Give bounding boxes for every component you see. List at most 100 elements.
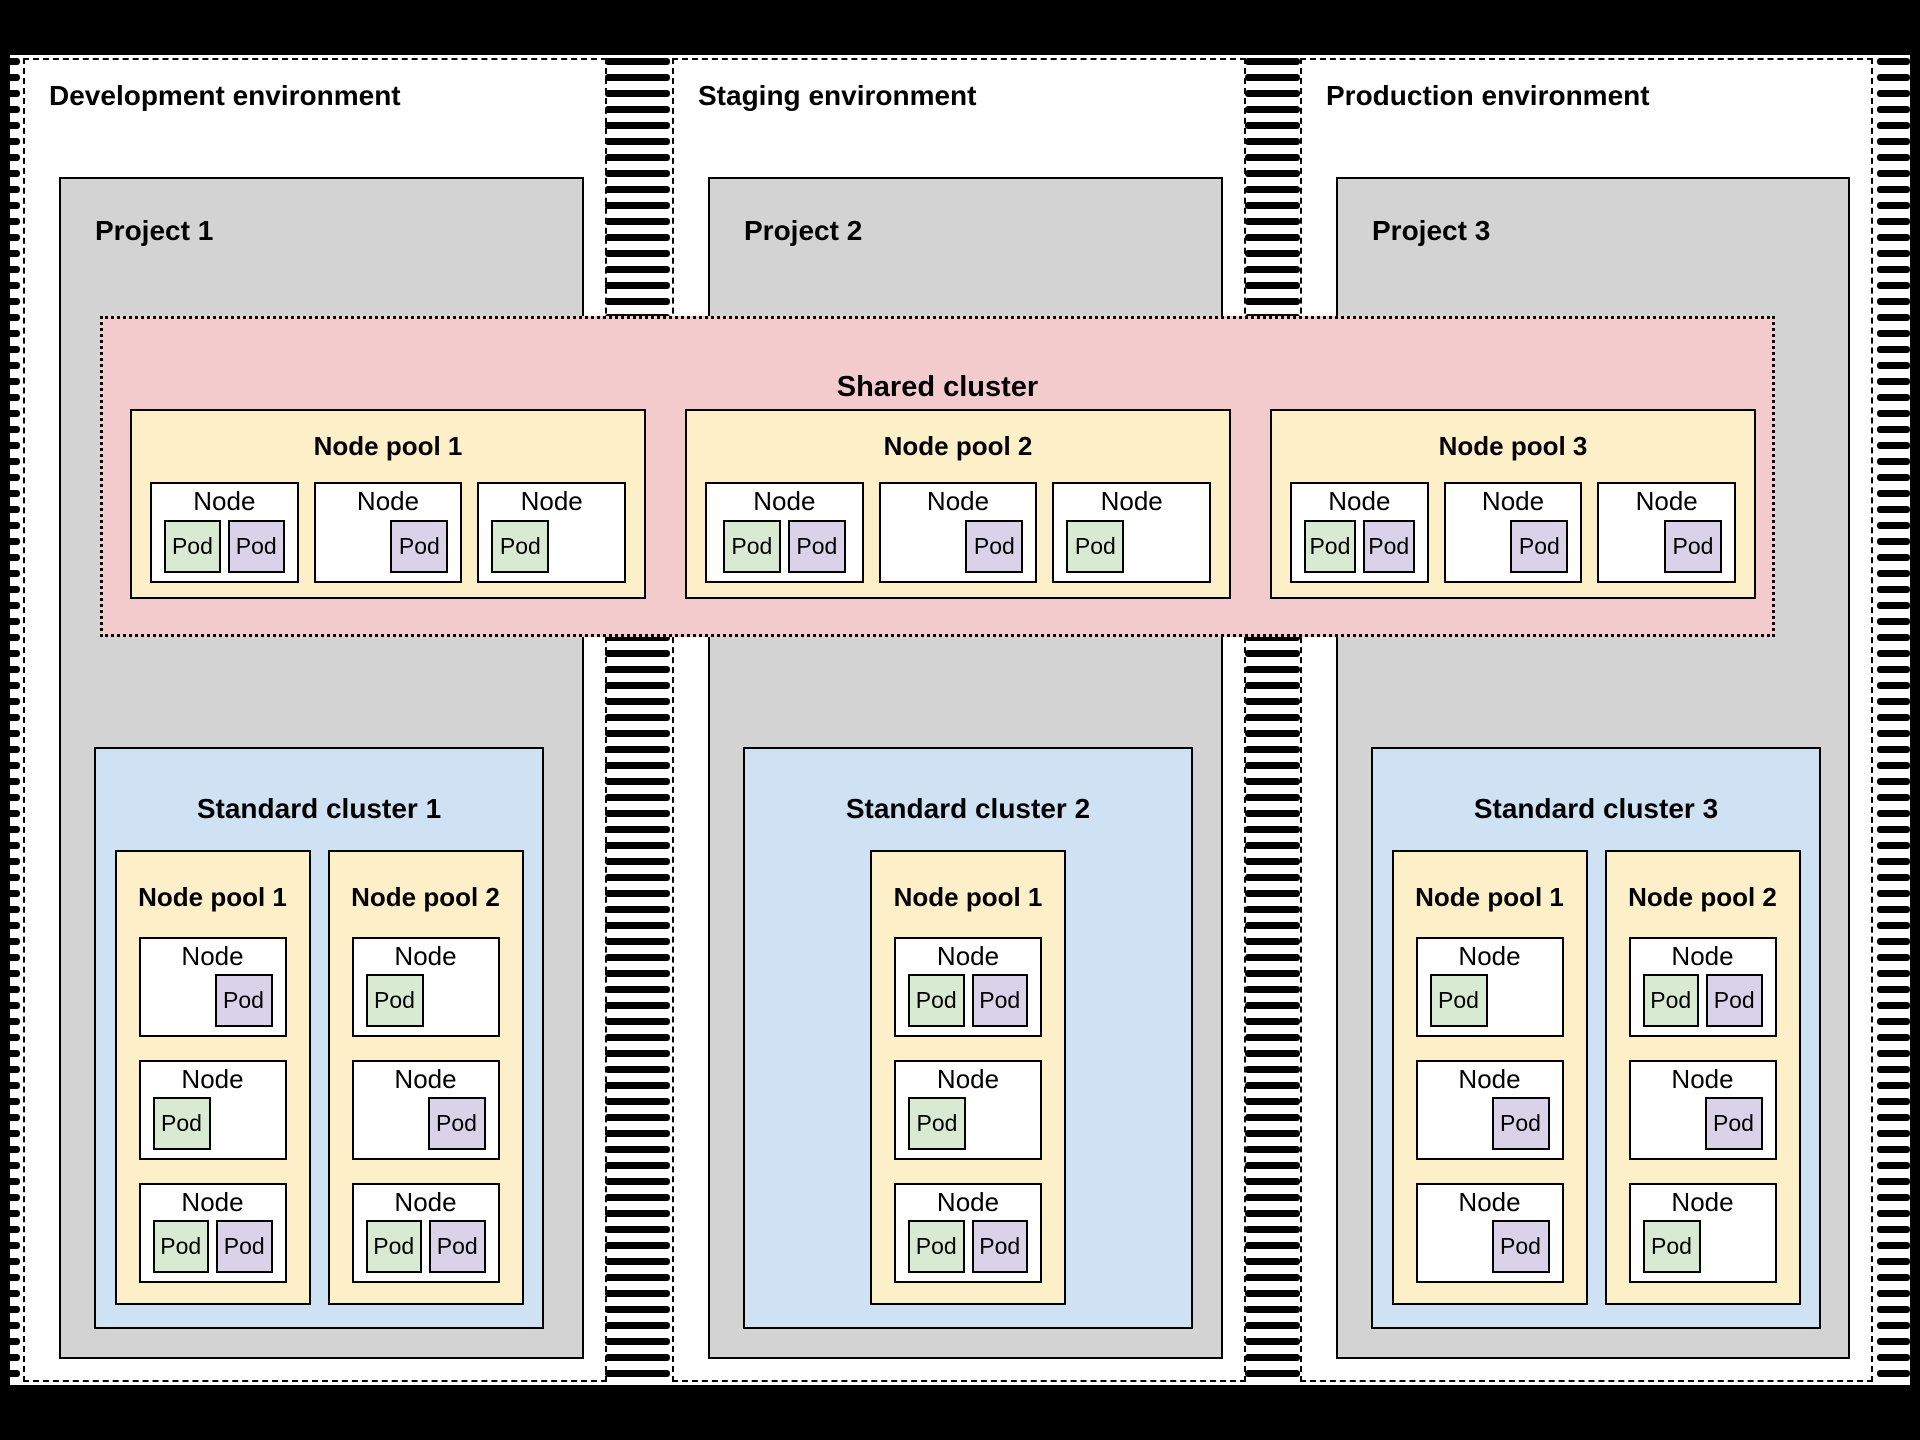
hatch-stripe <box>1877 346 1910 353</box>
node-label: Node <box>926 486 990 516</box>
standard-cluster-title: Standard cluster 1 <box>196 793 442 824</box>
node-label: Node <box>181 1064 244 1094</box>
hatch-stripe <box>8 1098 20 1105</box>
hatch-stripe <box>1877 570 1910 577</box>
hatch-stripe <box>8 1130 20 1137</box>
hatch-stripe <box>605 1034 670 1041</box>
node-label: Node <box>356 486 420 516</box>
hatch-stripe <box>1245 1226 1300 1233</box>
hatch-stripe <box>8 1002 20 1009</box>
hatch-stripe <box>1877 186 1910 193</box>
hatch-stripe <box>605 1146 670 1153</box>
pod-box: Pod <box>1362 520 1415 573</box>
hatch-stripe <box>1877 794 1910 801</box>
hatch-stripe <box>8 1370 20 1377</box>
hatch-stripe <box>1245 650 1300 657</box>
hatch-stripe <box>1877 682 1910 689</box>
hatch-stripe <box>605 1306 670 1313</box>
hatch-stripe <box>1877 1082 1910 1089</box>
hatch-stripe <box>605 282 670 289</box>
hatch-stripe <box>605 698 670 705</box>
hatch-stripe <box>1877 522 1910 529</box>
hatch-stripe <box>605 218 670 225</box>
hatch-stripe <box>8 298 20 305</box>
hatch-stripe <box>605 842 670 849</box>
hatch-stripe <box>1877 650 1910 657</box>
hatch-stripe <box>1877 282 1910 289</box>
hatch-stripe <box>1877 1322 1910 1329</box>
hatch-stripe <box>8 138 20 145</box>
hatch-stripe <box>1877 1066 1910 1073</box>
hatch-stripe <box>605 74 670 81</box>
hatch-stripe <box>1245 122 1300 129</box>
hatch-stripe <box>1877 1130 1910 1137</box>
pod-box: Pod <box>152 1220 209 1273</box>
hatch-stripe <box>605 1082 670 1089</box>
hatch-stripe <box>8 474 20 481</box>
hatch-stripe <box>8 522 20 529</box>
hatch-stripe <box>1245 58 1300 65</box>
hatch-stripe <box>1245 698 1300 705</box>
hatch-stripe <box>1245 282 1300 289</box>
hatch-stripe <box>1245 1290 1300 1297</box>
hatch-stripe <box>605 810 670 817</box>
hatch-stripe <box>1245 970 1300 977</box>
hatch-stripe <box>605 746 670 753</box>
hatch-stripe <box>8 618 20 625</box>
pod-box: Pod <box>1510 520 1569 573</box>
node-pool-title: Node pool 2 <box>351 882 500 912</box>
hatch-stripe <box>1245 1322 1300 1329</box>
node-label: Node <box>753 486 816 516</box>
hatch-stripe <box>605 714 670 721</box>
hatch-stripe <box>605 1194 670 1201</box>
pod-box: Pod <box>1491 1220 1550 1273</box>
hatch-stripe <box>605 970 670 977</box>
node-pool-title: Node pool 1 <box>313 431 463 461</box>
hatch-stripe <box>8 778 20 785</box>
hatch-stripe <box>1877 874 1910 881</box>
hatch-stripe <box>8 986 20 993</box>
hatch-stripe <box>8 250 20 257</box>
hatch-stripe <box>1877 378 1910 385</box>
hatch-stripe <box>1877 1114 1910 1121</box>
hatch-stripe <box>1245 218 1300 225</box>
hatch-stripe <box>8 410 20 417</box>
environment-label: Staging environment <box>698 80 977 111</box>
standard-cluster-title: Standard cluster 3 <box>1473 793 1719 824</box>
hatch-stripe <box>1245 810 1300 817</box>
hatch-stripe <box>605 1114 670 1121</box>
pod-box: Pod <box>164 520 221 573</box>
hatch-stripe <box>1877 746 1910 753</box>
hatch-stripe <box>605 650 670 657</box>
hatch-stripe <box>8 90 20 97</box>
hatch-stripe <box>8 1194 20 1201</box>
node-label: Node <box>936 1064 1000 1094</box>
environment-label: Production environment <box>1326 80 1650 111</box>
hatch-stripe <box>1877 810 1910 817</box>
hatch-stripe <box>1877 714 1910 721</box>
hatch-stripe <box>1245 138 1300 145</box>
project-label: Project 3 <box>1372 215 1491 246</box>
hatch-stripe <box>605 154 670 161</box>
hatch-stripe <box>8 714 20 721</box>
hatch-stripe <box>8 314 20 321</box>
hatch-stripe <box>605 730 670 737</box>
pod-box: Pod <box>365 1220 422 1273</box>
pod-box: Pod <box>908 1220 965 1273</box>
environment-box-production: Production environment Project 3 Standar… <box>1300 58 1873 1382</box>
hatch-stripe <box>8 1050 20 1057</box>
hatch-stripe <box>605 266 670 273</box>
